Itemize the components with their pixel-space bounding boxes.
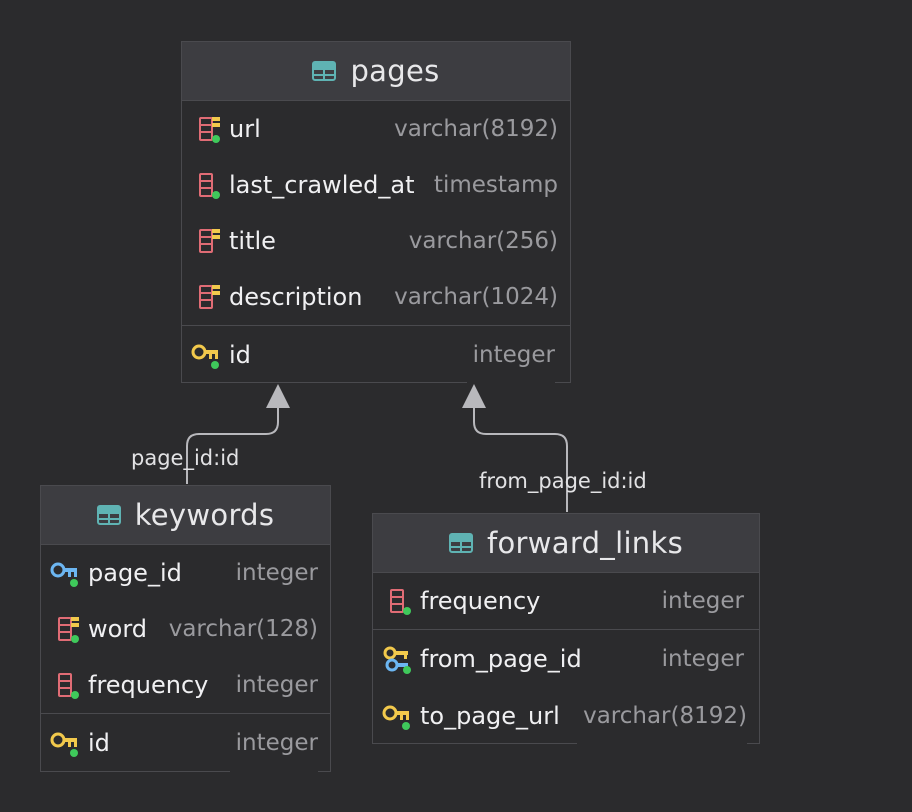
relation-label-forward-links: from_page_id:id xyxy=(479,469,647,493)
column-name: description xyxy=(229,283,363,311)
table-name: pages xyxy=(350,54,440,88)
table-header[interactable]: keywords xyxy=(41,486,330,545)
column-name: id xyxy=(88,729,110,757)
key-separator xyxy=(182,325,570,326)
arrow-head-icon xyxy=(266,384,290,408)
column-name: id xyxy=(229,341,251,369)
column-type: integer xyxy=(229,714,318,772)
column-name: frequency xyxy=(88,671,209,699)
key-row-id[interactable]: id integer xyxy=(41,714,330,772)
table-name: forward_links xyxy=(487,526,683,560)
key-row-id[interactable]: id integer xyxy=(182,326,570,384)
table-icon xyxy=(96,505,121,525)
key-separator xyxy=(373,629,759,630)
column-row-page-id[interactable]: page_id integer xyxy=(41,545,330,601)
column-index-icon xyxy=(199,229,220,253)
column-type: integer xyxy=(655,630,744,688)
column-icon xyxy=(199,173,220,199)
column-name: page_id xyxy=(88,559,182,587)
relation-edge-keywords-pages xyxy=(186,406,279,484)
table-name: keywords xyxy=(134,498,275,532)
key-separator xyxy=(41,713,330,714)
column-icon xyxy=(58,673,79,699)
table-pages[interactable]: pages url varchar(8192) last_crawled_at xyxy=(181,41,571,384)
table-icon xyxy=(312,61,337,81)
arrow-head-icon xyxy=(462,384,486,408)
column-type: integer xyxy=(655,573,744,629)
column-row-frequency[interactable]: frequency integer xyxy=(373,573,759,629)
column-index-icon xyxy=(199,117,220,143)
primary-key-icon xyxy=(191,344,219,369)
primary-key-icon xyxy=(50,732,78,757)
column-row-description[interactable]: description varchar(1024) xyxy=(182,269,570,325)
table-keywords[interactable]: keywords page_id integer word xyxy=(40,485,331,772)
column-icon xyxy=(390,589,411,615)
column-type: timestamp xyxy=(427,157,558,213)
column-name: to_page_url xyxy=(420,702,560,730)
column-name: last_crawled_at xyxy=(229,171,415,199)
table-forward-links[interactable]: forward_links frequency integer from_pa xyxy=(372,513,760,744)
column-type: varchar(8192) xyxy=(388,101,558,157)
column-type: varchar(8192) xyxy=(577,688,747,744)
key-row-to-page-url[interactable]: to_page_url varchar(8192) xyxy=(373,688,759,744)
table-header[interactable]: forward_links xyxy=(373,514,759,573)
column-row-word[interactable]: word varchar(128) xyxy=(41,601,330,657)
column-type: varchar(256) xyxy=(402,213,558,269)
column-index-icon xyxy=(58,617,79,643)
primary-foreign-key-icon xyxy=(383,646,411,674)
column-name: word xyxy=(88,615,147,643)
column-index-icon xyxy=(199,285,220,309)
column-row-frequency[interactable]: frequency integer xyxy=(41,657,330,713)
column-type: integer xyxy=(229,657,318,713)
column-row-url[interactable]: url varchar(8192) xyxy=(182,101,570,157)
table-header[interactable]: pages xyxy=(182,42,570,101)
column-name: frequency xyxy=(420,587,541,615)
column-name: from_page_id xyxy=(420,645,582,673)
relation-label-keywords: page_id:id xyxy=(131,446,240,470)
column-type: integer xyxy=(229,545,318,601)
column-name: url xyxy=(229,115,261,143)
column-type: varchar(128) xyxy=(162,601,318,657)
table-icon xyxy=(449,533,473,553)
column-type: integer xyxy=(466,326,555,384)
column-row-title[interactable]: title varchar(256) xyxy=(182,213,570,269)
column-type: varchar(1024) xyxy=(388,269,558,325)
key-row-from-page-id[interactable]: from_page_id integer xyxy=(373,630,759,688)
column-row-last-crawled-at[interactable]: last_crawled_at timestamp xyxy=(182,157,570,213)
primary-key-icon xyxy=(382,705,410,730)
foreign-key-icon xyxy=(50,562,78,587)
column-name: title xyxy=(229,227,276,255)
relation-edge-forward-links-pages xyxy=(473,406,568,512)
